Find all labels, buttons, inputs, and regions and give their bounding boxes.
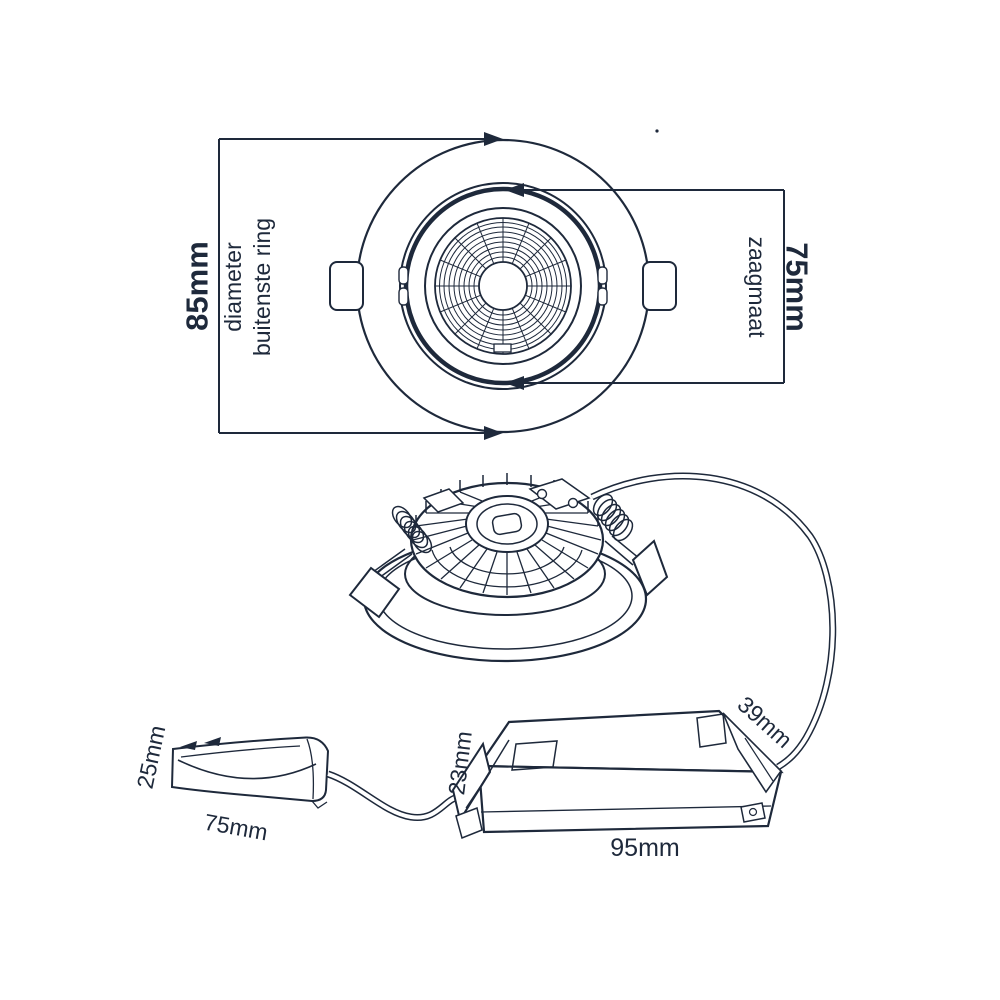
heatsink-fins	[412, 491, 602, 595]
connector-height-label: 25mm	[132, 723, 171, 791]
arrow-right-icon	[484, 132, 503, 146]
foot-screw-hole	[748, 807, 758, 817]
left-brace-line	[465, 771, 491, 809]
right-spring-blade	[631, 539, 669, 597]
outer-diameter-caption-2: buitenste ring	[249, 218, 275, 356]
screw-head	[567, 497, 579, 509]
hinge-mark	[597, 287, 608, 306]
driver-lid-seam	[480, 805, 772, 813]
left-tab	[329, 261, 364, 311]
bezel-ring-bold	[403, 186, 603, 386]
cutout-dimension	[505, 183, 785, 390]
left-spring-blade	[348, 566, 401, 619]
reflector-grid	[434, 217, 572, 355]
left-spring-clip	[365, 505, 433, 584]
driver-left-foot	[455, 806, 483, 840]
slide-arrow-icon	[204, 737, 221, 746]
left-clip-mount	[422, 488, 465, 513]
terminal-recess-right	[696, 713, 727, 748]
hinge-mark	[398, 266, 409, 285]
connector-box	[170, 736, 330, 809]
lid-swoosh	[177, 759, 317, 780]
driver-right-wedge	[722, 712, 783, 794]
wedge-line	[744, 737, 774, 782]
bezel-inner-edge	[424, 207, 582, 365]
screw-head	[536, 488, 548, 500]
hinge-mark	[398, 287, 409, 306]
hub-mid	[476, 503, 538, 545]
trim-ring-outer	[399, 182, 607, 390]
labels: 85mm diameter buitenste ring zaagmaat 75…	[132, 218, 815, 862]
front-view	[218, 129, 785, 440]
connector-length-label: 75mm	[202, 809, 269, 846]
outer-diameter-caption-1: diameter	[220, 242, 246, 332]
right-tab	[642, 261, 677, 311]
right-spring-clip	[592, 493, 641, 566]
terminal-recess-left	[511, 740, 558, 771]
cable-box-to-driver	[326, 770, 460, 821]
driver-box	[451, 709, 784, 840]
end-hook	[311, 800, 328, 809]
slide-arrow-icon	[180, 741, 197, 750]
arrow-right-icon	[484, 426, 503, 440]
hub-slot	[491, 512, 523, 536]
end-cap-line	[306, 738, 315, 800]
driver-front-face	[477, 764, 783, 834]
speck-dot	[655, 129, 659, 133]
outer-diameter-dimension	[218, 132, 503, 440]
cable-spot-to-driver	[590, 472, 837, 771]
perspective-view	[348, 473, 669, 663]
hinge-mark	[597, 266, 608, 285]
driver-length-label: 95mm	[610, 834, 679, 862]
grid-notch	[493, 343, 512, 353]
lid-top-line	[180, 745, 301, 758]
cutout-caption: zaagmaat	[744, 236, 770, 338]
outer-diameter-value: 85mm	[180, 241, 215, 331]
cutout-value: 75mm	[780, 242, 815, 332]
arrow-left-icon	[505, 183, 524, 197]
arrow-left-icon	[505, 376, 524, 390]
driver-right-foot	[740, 802, 766, 823]
